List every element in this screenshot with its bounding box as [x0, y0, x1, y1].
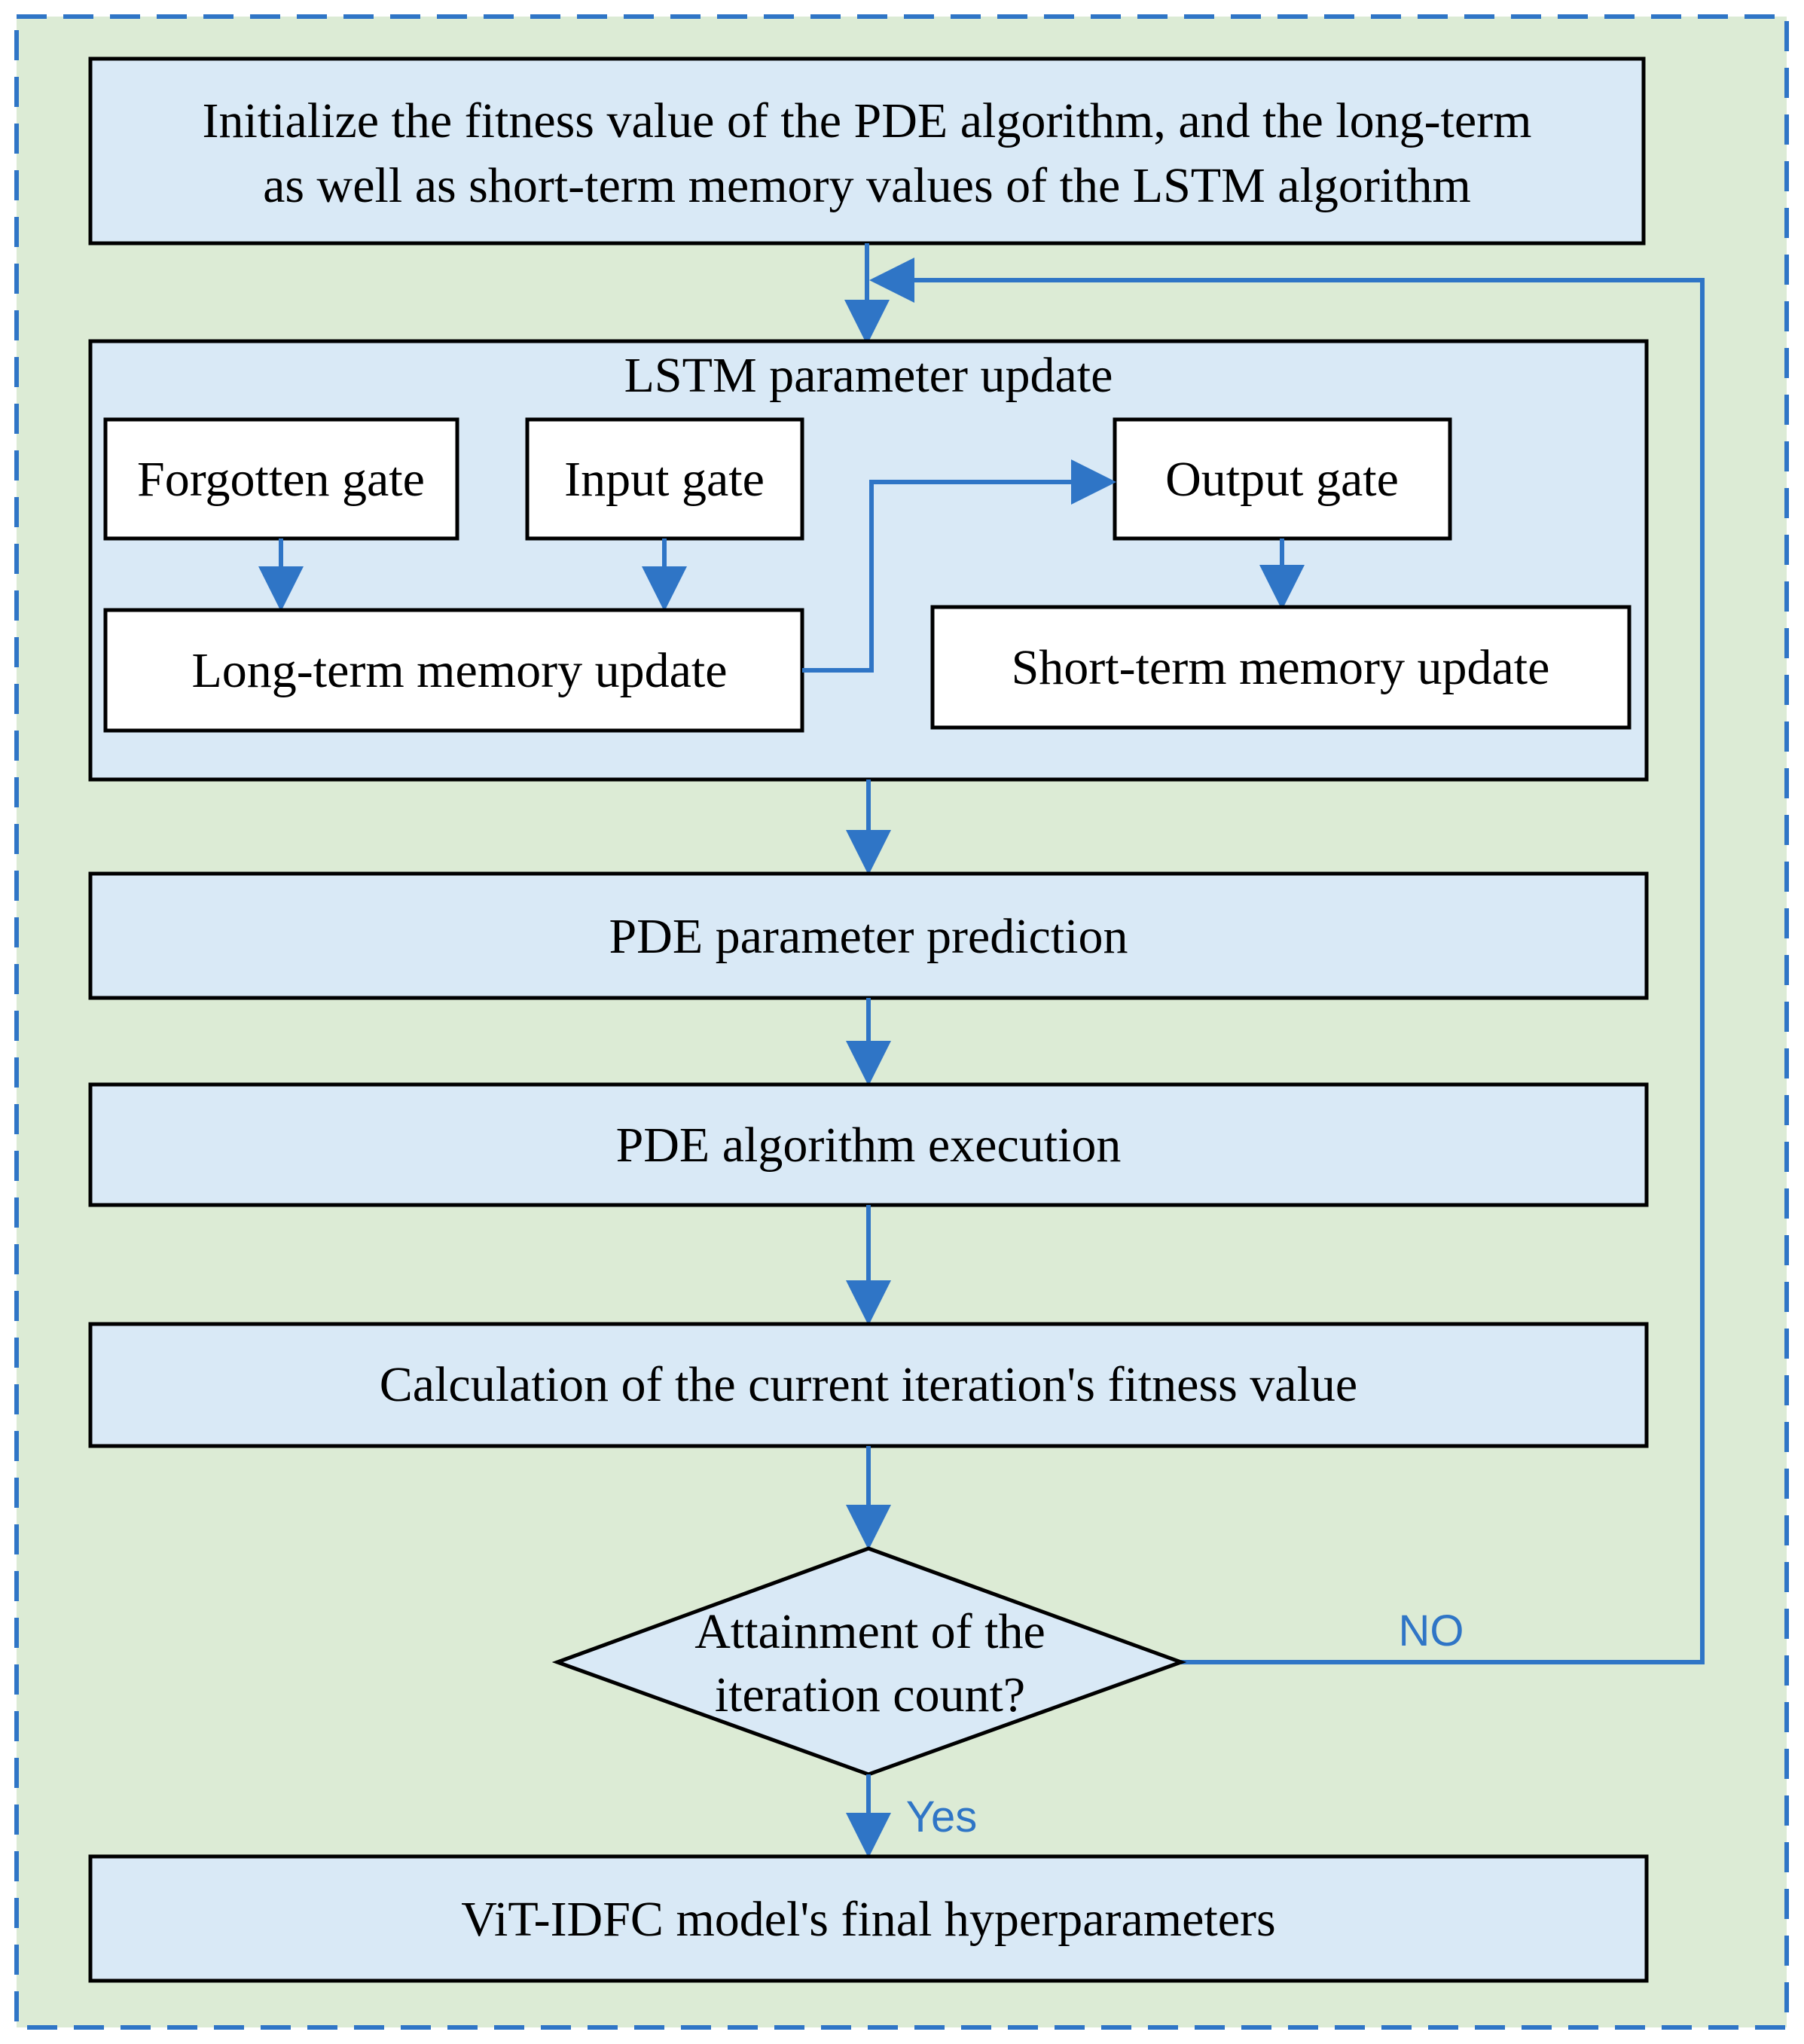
output-gate-box: Output gate: [1113, 417, 1452, 541]
init-text-line2: as well as short-term memory values of t…: [263, 158, 1471, 213]
long-term-update-label: Long-term memory update: [191, 643, 727, 698]
final-box: ViT-IDFC model's final hyperparameters: [88, 1854, 1649, 1983]
input-gate-box: Input gate: [525, 417, 804, 541]
pde-prediction-label: PDE parameter prediction: [609, 909, 1128, 964]
init-box: Initialize the fitness value of the PDE …: [88, 56, 1646, 246]
lstm-group-title: LSTM parameter update: [624, 348, 1113, 403]
fitness-calc-label: Calculation of the current iteration's f…: [380, 1357, 1357, 1412]
long-term-update-box: Long-term memory update: [103, 608, 804, 733]
init-text-line1: Initialize the fitness value of the PDE …: [202, 93, 1531, 148]
decision-text-line2: iteration count?: [715, 1667, 1025, 1722]
forgotten-gate-box: Forgotten gate: [103, 417, 459, 541]
decision-text-line1: Attainment of the: [694, 1604, 1045, 1659]
pde-execution-box: PDE algorithm execution: [88, 1082, 1649, 1207]
decision-diamond: Attainment of the iteration count?: [551, 1546, 1187, 1777]
short-term-update-label: Short-term memory update: [1012, 640, 1550, 695]
short-term-update-box: Short-term memory update: [930, 605, 1632, 730]
arrow-long-to-output: [802, 459, 1116, 673]
final-label: ViT-IDFC model's final hyperparameters: [461, 1892, 1275, 1947]
fitness-calc-box: Calculation of the current iteration's f…: [88, 1322, 1649, 1448]
no-label: NO: [1399, 1606, 1464, 1655]
forgotten-gate-label: Forgotten gate: [137, 452, 425, 507]
output-gate-label: Output gate: [1165, 452, 1399, 507]
arrow-loop-back: [869, 258, 1705, 1664]
yes-label: Yes: [906, 1792, 978, 1841]
pde-execution-label: PDE algorithm execution: [616, 1118, 1122, 1173]
input-gate-label: Input gate: [564, 452, 765, 507]
pde-prediction-box: PDE parameter prediction: [88, 871, 1649, 1000]
